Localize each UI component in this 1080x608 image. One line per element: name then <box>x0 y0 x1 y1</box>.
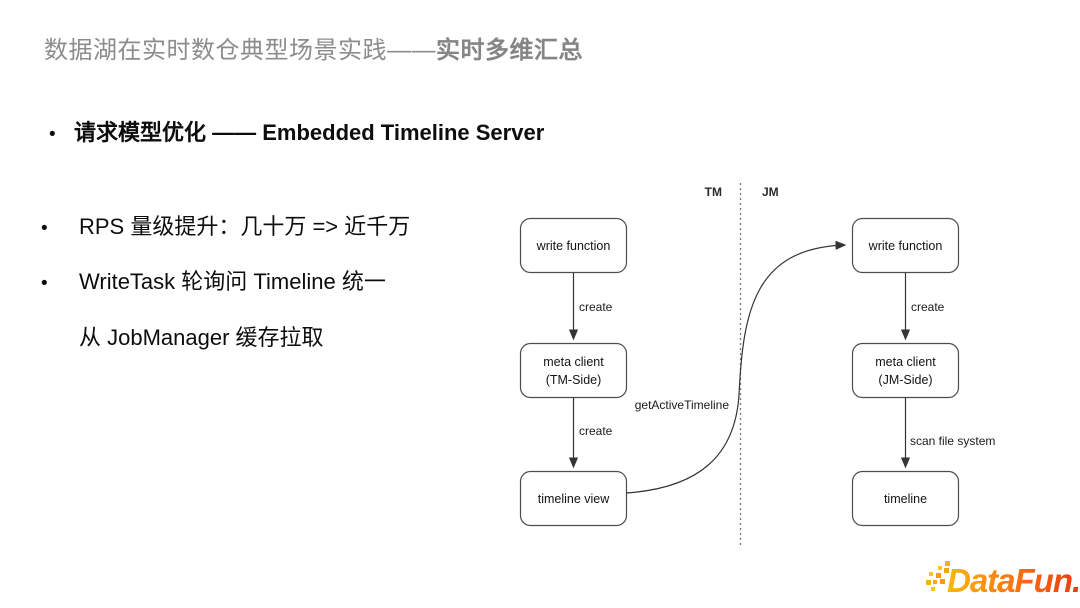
datafun-logo-text: DataFun. <box>947 562 1080 599</box>
logo-mosaic-square <box>940 579 945 584</box>
logo-mosaic-square <box>945 561 950 566</box>
jm-scan-arrow-label: scan file system <box>910 434 995 448</box>
logo-mosaic-square <box>926 580 931 585</box>
tm-create-arrow-2-label: create <box>579 424 613 438</box>
jm-meta-client-label-line2: (JM-Side) <box>878 373 932 387</box>
slide-title-emphasis: 实时多维汇总 <box>436 37 583 64</box>
jm-timeline-label: timeline <box>884 492 927 506</box>
tm-meta-client-label-line1: meta client <box>543 355 604 369</box>
datafun-logo: DataFun. <box>926 561 1080 599</box>
slide-title-prefix: 数据湖在实时数仓典型场景实践—— <box>44 37 436 64</box>
tm-create-arrow-1-label: create <box>579 300 613 314</box>
bullet-point-writetask-line2: 从 JobManager 缓存拉取 <box>79 325 324 350</box>
tm-meta-client-label-line2: (TM-Side) <box>546 373 602 387</box>
bullet-point-rps: • RPS 量级提升：几十万 => 近千万 <box>41 213 410 243</box>
logo-mosaic-square <box>931 587 935 591</box>
lane-label-tm: TM <box>705 185 722 199</box>
heading-bullet-text: 请求模型优化 —— Embedded Timeline Server <box>74 120 545 145</box>
heading-bullet: • 请求模型优化 —— Embedded Timeline Server <box>49 119 544 149</box>
logo-mosaic-square <box>933 580 937 584</box>
lane-label-jm: JM <box>762 185 779 199</box>
tm-timeline-view-box <box>519 470 628 527</box>
bullet-point-writetask: • WriteTask 轮询问 Timeline 统一 <box>41 268 386 298</box>
tm-write-function-label: write function <box>536 239 611 253</box>
jm-write-function-box <box>851 217 960 274</box>
tm-meta-client-box <box>519 342 628 399</box>
logo-mosaic-square <box>936 573 941 578</box>
jm-timeline-box <box>851 470 960 527</box>
jm-meta-client-box <box>851 342 960 399</box>
jm-write-function-label: write function <box>868 239 943 253</box>
bullet-dot: • <box>41 273 48 294</box>
slide-title: 数据湖在实时数仓典型场景实践——实时多维汇总 <box>44 36 583 66</box>
get-active-timeline-label: getActiveTimeline <box>635 398 730 412</box>
get-active-timeline-arrow <box>625 240 847 494</box>
jm-meta-client-label-line1: meta client <box>875 355 936 369</box>
tm-timeline-view-label: timeline view <box>538 492 611 506</box>
logo-mosaic-square <box>938 566 942 570</box>
logo-mosaic-square <box>944 568 949 573</box>
bullet-point-rps-text: RPS 量级提升：几十万 => 近千万 <box>79 214 411 239</box>
bullet-dot: • <box>41 218 48 239</box>
logo-mosaic-square <box>929 572 933 576</box>
tm-write-function-box <box>519 217 628 274</box>
jm-create-arrow-label: create <box>911 300 945 314</box>
bullet-dot: • <box>49 124 56 145</box>
bullet-point-writetask-line1: WriteTask 轮询问 Timeline 统一 <box>79 269 386 294</box>
